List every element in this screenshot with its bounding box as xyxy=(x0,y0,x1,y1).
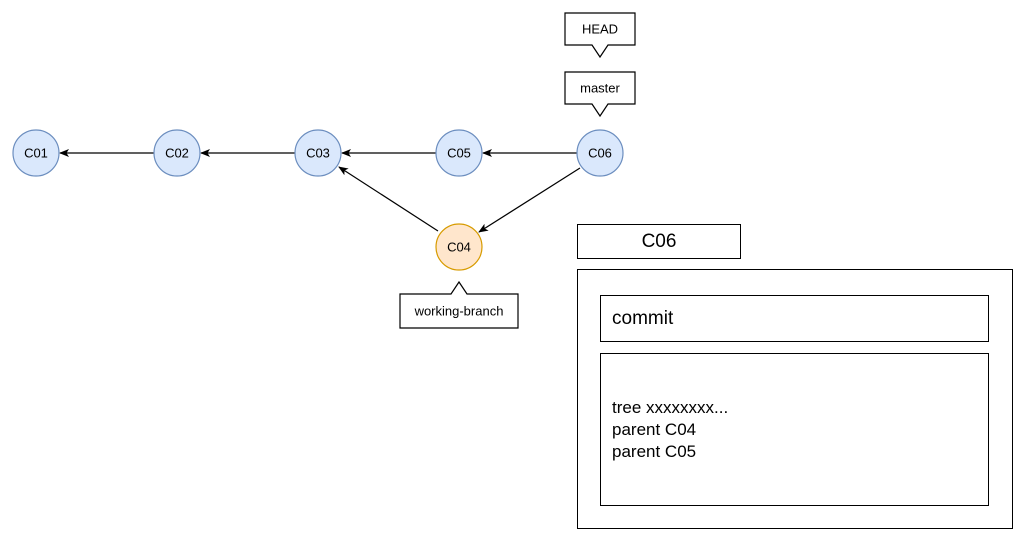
commit-circle xyxy=(576,129,624,177)
commit-node-c03[interactable]: C03 xyxy=(294,129,342,177)
commit-label: C04 xyxy=(447,240,471,255)
commit-node-c02[interactable]: C02 xyxy=(153,129,201,177)
commit-tree-line: tree xxxxxxxx... xyxy=(612,397,729,417)
commit-detail-title: C06 xyxy=(577,224,741,259)
commit-label: C02 xyxy=(165,146,189,161)
head-label: HEAD xyxy=(582,22,618,37)
commit-node-c01[interactable]: C01 xyxy=(12,129,60,177)
callout-shape xyxy=(564,71,636,118)
commit-circle xyxy=(435,223,483,271)
working-branch-label: working-branch xyxy=(414,304,504,319)
commit-circle xyxy=(435,129,483,177)
commit-circle xyxy=(294,129,342,177)
commit-circle xyxy=(12,129,60,177)
commit-label: C06 xyxy=(588,146,612,161)
commit-object-content: tree xxxxxxxx... parent C04 parent C05 xyxy=(600,353,989,506)
commit-node-c04[interactable]: C04 xyxy=(435,223,483,271)
commit-label: C05 xyxy=(447,146,471,161)
commit-label: C03 xyxy=(306,146,330,161)
edge-c06-c04 xyxy=(478,167,581,233)
callout-shape xyxy=(399,280,519,329)
commit-object-type: commit xyxy=(600,295,989,342)
commit-parent-line: parent C04 xyxy=(612,419,697,439)
head-ref-callout[interactable]: HEAD xyxy=(564,12,636,59)
master-label: master xyxy=(580,81,620,96)
commit-circle xyxy=(153,129,201,177)
callout-shape xyxy=(564,12,636,59)
edge-c04-c03 xyxy=(338,166,439,232)
working-branch-ref-callout[interactable]: working-branch xyxy=(399,280,519,329)
commit-node-c05[interactable]: C05 xyxy=(435,129,483,177)
commit-label: C01 xyxy=(24,146,48,161)
commit-parent-line: parent C05 xyxy=(612,441,697,461)
commit-node-c06[interactable]: C06 xyxy=(576,129,624,177)
master-ref-callout[interactable]: master xyxy=(564,71,636,118)
